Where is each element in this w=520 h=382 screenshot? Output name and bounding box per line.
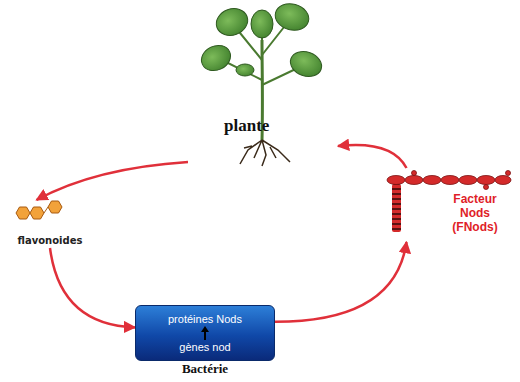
nod-factor-node: Facteur Nods (FNods) <box>370 168 516 242</box>
node-label: plante <box>224 116 269 136</box>
node-label: Facteur Nods (FNods) <box>440 192 510 234</box>
node-label: gènes nod <box>179 341 230 353</box>
flavonoid-molecule <box>16 201 62 219</box>
plant-node: plante <box>188 2 338 162</box>
plant-drawing <box>197 0 325 166</box>
cycle-arrow <box>37 162 189 200</box>
node-label: Bactérie <box>136 361 274 377</box>
node-label: protéines Nods <box>168 313 242 325</box>
expression-arrow <box>200 326 210 340</box>
cycle-arrow <box>275 242 407 322</box>
bacteria-box: protéines Nods gènes nodBactérie <box>135 305 275 361</box>
node-label: flavonoides <box>18 235 83 246</box>
cycle-arrow <box>50 248 135 327</box>
flavonoid-node: flavonoides <box>5 200 95 248</box>
cycle-arrow <box>338 145 407 168</box>
